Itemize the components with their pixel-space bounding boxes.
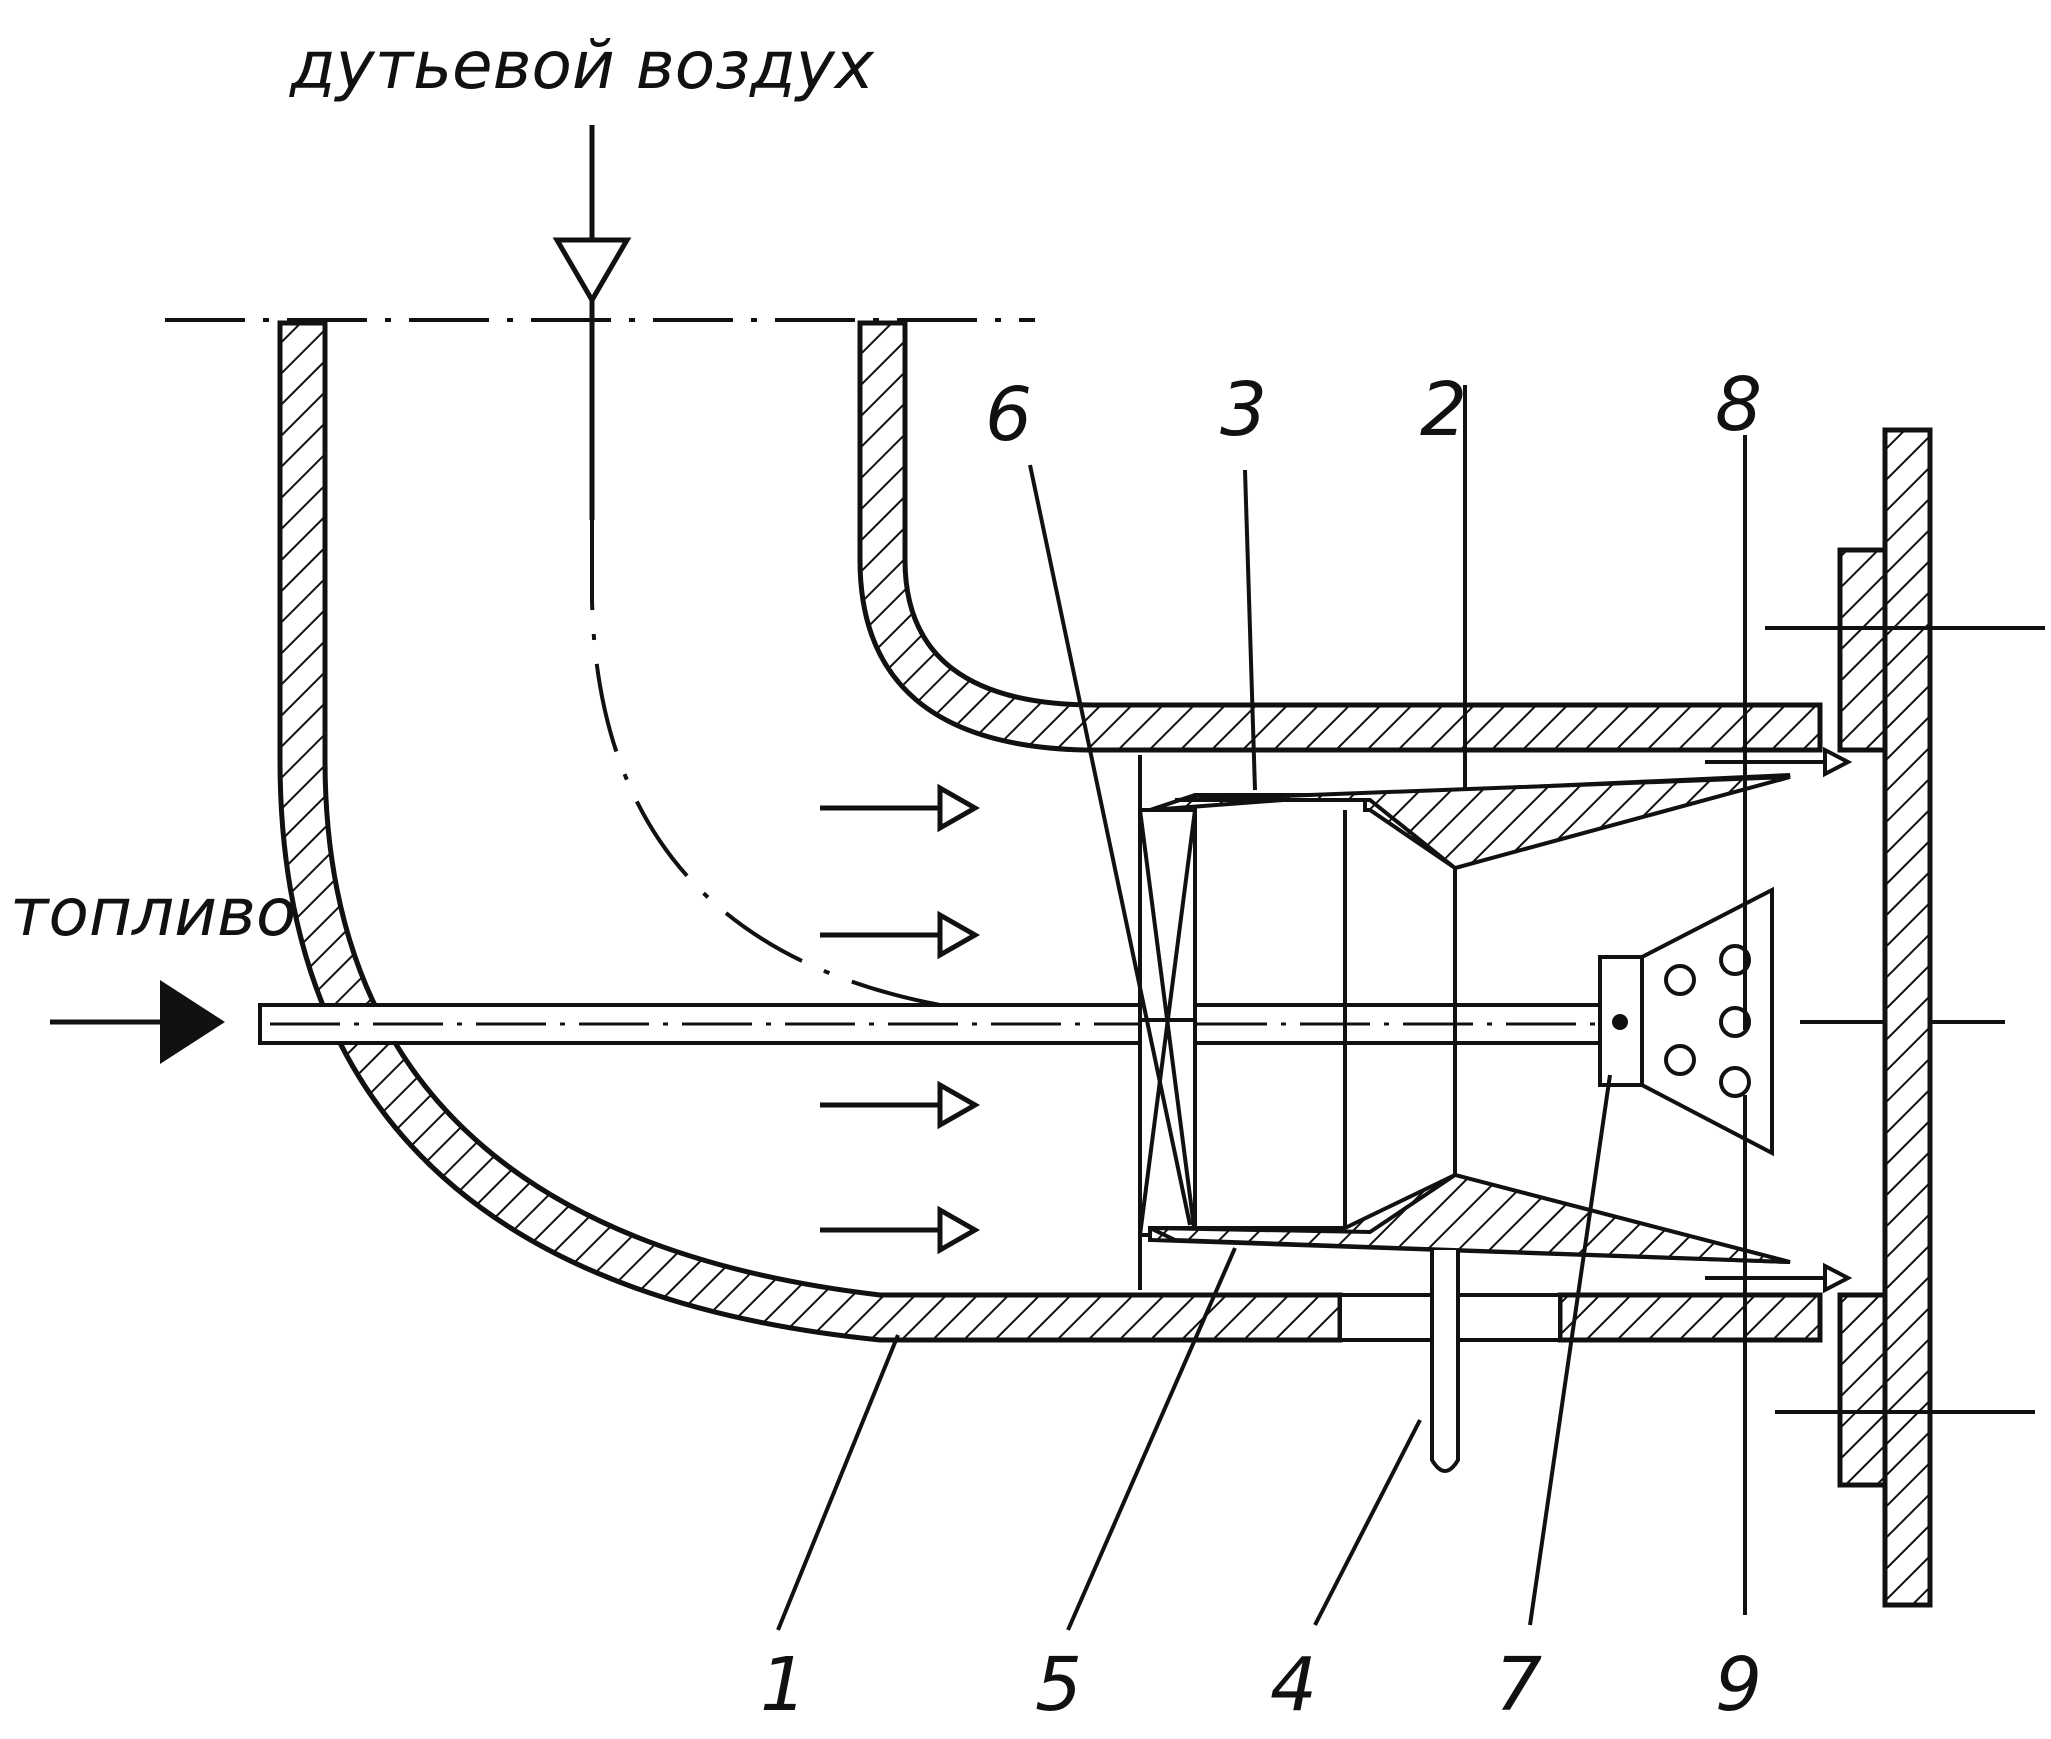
label-5: 5 [1035, 1642, 1082, 1728]
label-7: 7 [1495, 1642, 1542, 1728]
label-9: 9 [1715, 1642, 1762, 1728]
air-caption: дутьевой воздух [289, 27, 875, 104]
label-4: 4 [1270, 1642, 1317, 1728]
label-3: 3 [1220, 367, 1267, 453]
fuel-inlet-arrow [50, 980, 225, 1064]
label-6: 6 [985, 372, 1032, 458]
mounting-flange [1765, 430, 2045, 1605]
label-2: 2 [1420, 367, 1467, 453]
fuel-caption: топливо [10, 874, 296, 951]
label-1: 1 [760, 1642, 807, 1728]
label-8: 8 [1715, 362, 1762, 448]
ignitor-probe [1432, 1250, 1458, 1471]
